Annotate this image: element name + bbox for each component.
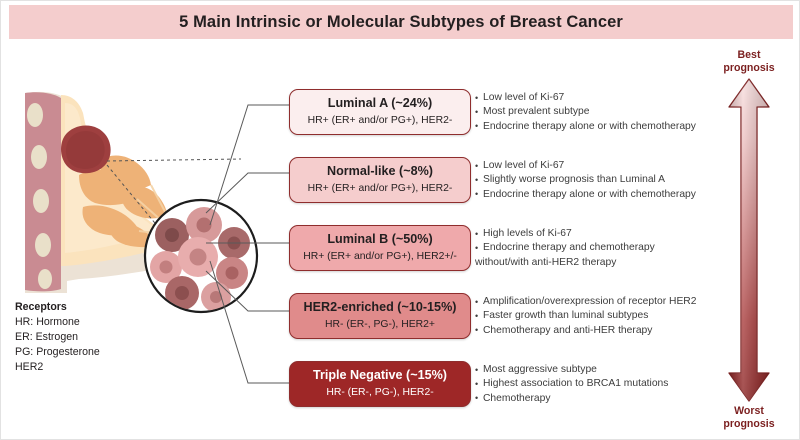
detail-item: Chemotherapy: [475, 391, 775, 406]
detail-item: Amplification/overexpression of receptor…: [475, 294, 775, 309]
subtype-box-luminal-a[interactable]: Luminal A (~24%) HR+ (ER+ and/or PG+), H…: [289, 89, 471, 135]
legend-item-hr: HR: Hormone: [15, 316, 80, 328]
cell-cluster-magnifier: [143, 198, 259, 314]
details-luminal-a: Low level of Ki-67 Most prevalent subtyp…: [475, 90, 775, 134]
best-prognosis-line2: prognosis: [723, 62, 775, 74]
subtype-receptors: HR- (ER-, PG-), HER2-: [326, 387, 434, 399]
detail-item: Low level of Ki-67: [475, 158, 775, 173]
detail-item: Most aggressive subtype: [475, 362, 775, 377]
detail-item: Endocrine therapy and chemotherapy: [475, 241, 775, 256]
subtype-receptors: HR- (ER-, PG-), HER2+: [325, 319, 435, 331]
page-title: 5 Main Intrinsic or Molecular Subtypes o…: [179, 12, 623, 31]
details-normal-like: Low level of Ki-67 Slightly worse progno…: [475, 158, 775, 202]
magnifier-connector-lines: [106, 158, 242, 292]
worst-prognosis-line2: prognosis: [723, 418, 775, 430]
best-prognosis-label: Best prognosis: [701, 49, 797, 75]
subtype-name: Normal-like (~8%): [326, 164, 434, 179]
subtype-box-luminal-b[interactable]: Luminal B (~50%) HR+ (ER+ and/or PG+), H…: [289, 225, 471, 271]
tumor-mass: [61, 125, 111, 174]
subtype-name: Triple Negative (~15%): [312, 368, 448, 383]
subtype-name: Luminal A (~24%): [327, 96, 433, 111]
detail-item: Endocrine therapy alone or with chemothe…: [475, 119, 775, 134]
details-triple-negative: Most aggressive subtype Highest associat…: [475, 362, 775, 406]
detail-item: High levels of Ki-67: [475, 226, 775, 241]
subtype-name: Luminal B (~50%): [327, 232, 433, 247]
subtype-receptors: HR+ (ER+ and/or PG+), HER2-: [307, 183, 453, 195]
subtype-box-triple-negative[interactable]: Triple Negative (~15%) HR- (ER-, PG-), H…: [289, 361, 471, 407]
legend-item-pg: PG: Progesterone: [15, 346, 100, 358]
subtype-receptors: HR+ (ER+ and/or PG+), HER2+/-: [303, 251, 457, 263]
subtype-name: HER2-enriched (~10-15%): [303, 300, 457, 315]
detail-item-continuation: without/with anti-HER2 therapy: [475, 256, 617, 268]
legend-item-her2: HER2: [15, 361, 44, 373]
prognosis-arrow-icon: [728, 78, 770, 402]
details-luminal-b: High levels of Ki-67 Endocrine therapy a…: [475, 226, 775, 270]
detail-item: Faster growth than luminal subtypes: [475, 309, 775, 324]
detail-item: Chemotherapy and anti-HER therapy: [475, 323, 775, 338]
detail-item: Endocrine therapy alone or with chemothe…: [475, 187, 775, 202]
title-bar: 5 Main Intrinsic or Molecular Subtypes o…: [9, 5, 793, 39]
details-her2-enriched: Amplification/overexpression of receptor…: [475, 294, 775, 338]
detail-item: Slightly worse prognosis than Luminal A: [475, 173, 775, 188]
worst-prognosis-label: Worst prognosis: [701, 405, 797, 431]
detail-item: Highest association to BRCA1 mutations: [475, 377, 775, 392]
subtype-box-her2-enriched[interactable]: HER2-enriched (~10-15%) HR- (ER-, PG-), …: [289, 293, 471, 339]
detail-item: Most prevalent subtype: [475, 105, 775, 120]
receptor-legend: Receptors HR: Hormone ER: Estrogen PG: P…: [15, 300, 100, 375]
subtype-receptors: HR+ (ER+ and/or PG+), HER2-: [307, 115, 453, 127]
worst-prognosis-line1: Worst: [734, 405, 764, 417]
legend-heading: Receptors: [15, 301, 67, 313]
breast-cross-section: [25, 91, 185, 293]
detail-item: Low level of Ki-67: [475, 90, 775, 105]
best-prognosis-line1: Best: [737, 49, 761, 61]
legend-item-er: ER: Estrogen: [15, 331, 79, 343]
box-connector-lines: [205, 104, 289, 384]
subtype-box-normal-like[interactable]: Normal-like (~8%) HR+ (ER+ and/or PG+), …: [289, 157, 471, 203]
